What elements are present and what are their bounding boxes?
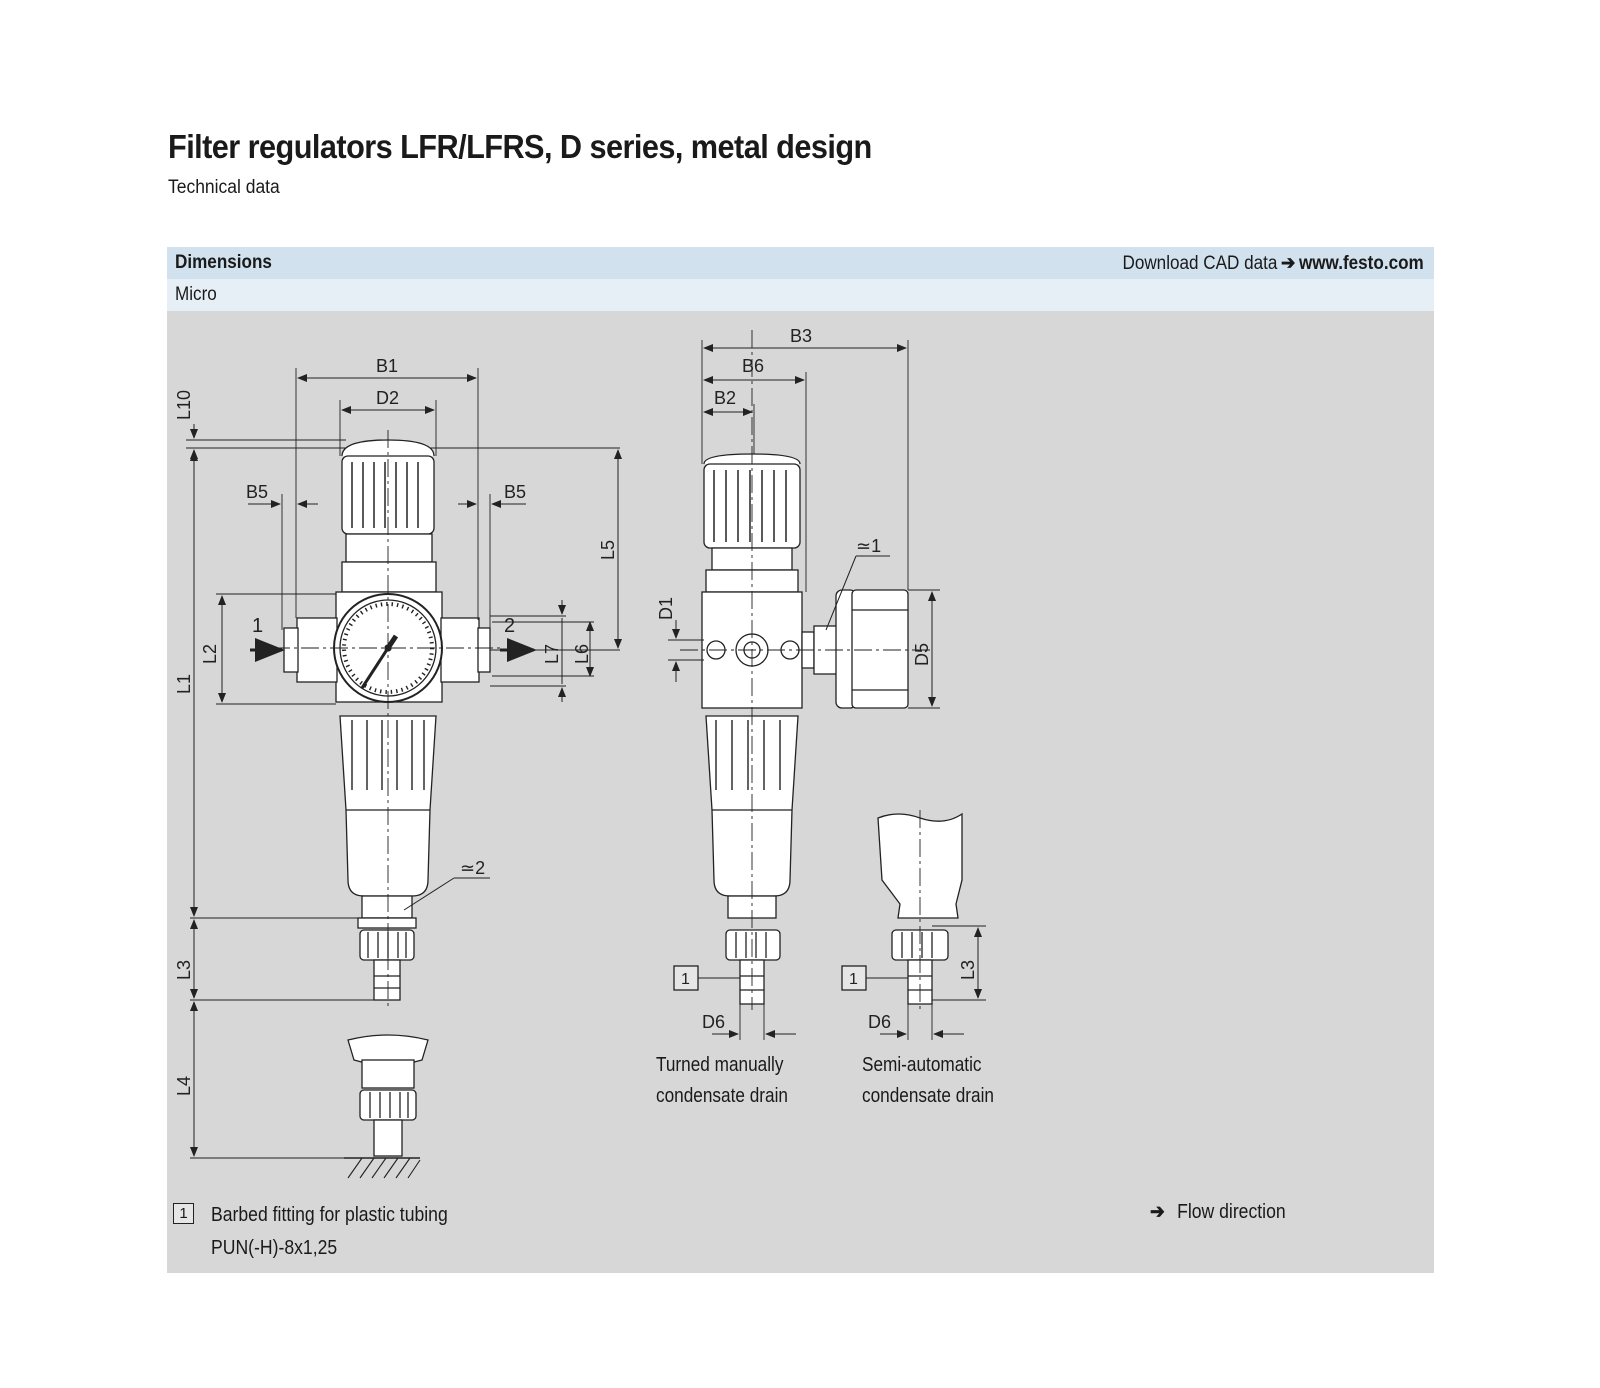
- caption-manual-line2: condensate drain: [656, 1085, 788, 1107]
- caption-semi-line2: condensate drain: [862, 1085, 994, 1107]
- semi-automatic-view: [841, 810, 986, 1040]
- section-title: Dimensions: [175, 252, 272, 273]
- dimensions-header: Dimensions Download CAD data➔www.festo.c…: [167, 247, 1434, 279]
- dim-label-l3: L3: [174, 960, 194, 980]
- legend-line1: Barbed fitting for plastic tubing: [211, 1204, 448, 1226]
- legend-marker: 1: [173, 1203, 194, 1224]
- page-title: Filter regulators LFR/LFRS, D series, me…: [168, 128, 872, 165]
- dim-label-d5: D5: [912, 643, 932, 666]
- dimension-labels: B1 D2 B5 B5 L10 L1 L2 L5 L6 L7 L3 L4 B3 …: [174, 326, 978, 1096]
- dim-label-d6-semi: D6: [868, 1012, 891, 1032]
- flow-direction-legend: ➔ Flow direction: [1150, 1199, 1286, 1224]
- dim-label-l5: L5: [598, 540, 618, 560]
- dim-label-b5-left: B5: [246, 482, 268, 502]
- cad-download-link[interactable]: Download CAD data➔www.festo.com: [1123, 252, 1424, 275]
- download-label: Download CAD data: [1122, 253, 1278, 274]
- page-subtitle: Technical data: [168, 177, 280, 198]
- item-marker-semi: 1: [849, 971, 858, 988]
- caption-manual-line1: Turned manually: [656, 1054, 784, 1076]
- port-label-1: 1: [252, 615, 263, 637]
- legend-description: Barbed fitting for plastic tubing PUN(-H…: [211, 1199, 448, 1265]
- variant-label: Micro: [175, 284, 217, 305]
- legend-line2: PUN(-H)-8x1,25: [211, 1237, 338, 1259]
- flow-label: Flow direction: [1177, 1201, 1286, 1223]
- arrow-right-icon: ➔: [1281, 253, 1296, 274]
- dim-label-l3-semi: L3: [958, 960, 978, 980]
- wrench-label-1: ≃1: [856, 536, 881, 556]
- wrench-label-2: ≃2: [460, 858, 485, 878]
- festo-url[interactable]: www.festo.com: [1299, 253, 1424, 274]
- dim-label-b3: B3: [790, 326, 812, 346]
- front-view: [186, 368, 622, 1179]
- flow-arrow-icon: ➔: [1150, 1201, 1165, 1223]
- caption-semi-drain: Semi-automatic condensate drain: [862, 1050, 994, 1112]
- dim-label-l4: L4: [174, 1076, 194, 1096]
- caption-semi-line1: Semi-automatic: [862, 1054, 982, 1076]
- dim-label-b2: B2: [714, 388, 736, 408]
- item-marker-manual: 1: [681, 971, 690, 988]
- dim-label-l2: L2: [200, 644, 220, 664]
- dim-label-l7: L7: [542, 644, 562, 664]
- port-label-2: 2: [504, 615, 515, 637]
- dim-label-d1: D1: [656, 597, 676, 620]
- side-view: [668, 330, 940, 1040]
- caption-manual-drain: Turned manually condensate drain: [656, 1050, 788, 1112]
- dim-label-d6-manual: D6: [702, 1012, 725, 1032]
- dim-label-b6: B6: [742, 356, 764, 376]
- variant-header: Micro: [167, 279, 1434, 311]
- dim-label-l6: L6: [572, 644, 592, 664]
- dim-label-b1: B1: [376, 356, 398, 376]
- dim-label-d2: D2: [376, 388, 399, 408]
- dim-label-l10: L10: [174, 390, 194, 420]
- dim-label-l1: L1: [174, 674, 194, 694]
- dim-label-b5-right: B5: [504, 482, 526, 502]
